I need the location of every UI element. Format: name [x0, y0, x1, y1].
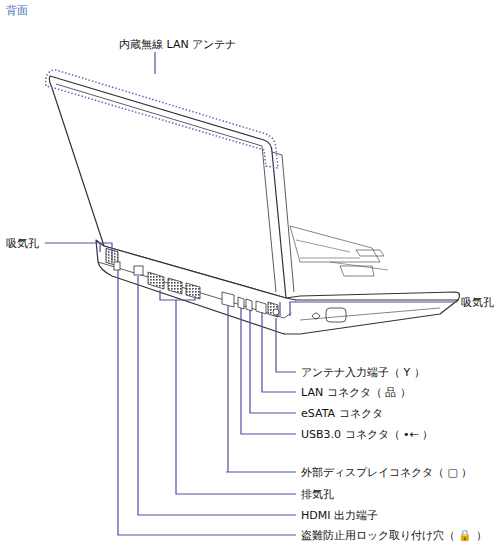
part-label: アンテナ入力端子（ Y ）: [300, 366, 426, 379]
part-label: 盗難防止用ロック取り付け穴（ 🔒 ）: [300, 529, 488, 542]
part-label: 吸気孔: [5, 237, 40, 250]
part-label: eSATA コネクタ: [300, 407, 384, 420]
part-label: HDMI 出力端子: [300, 509, 379, 522]
rear-ports: [106, 248, 279, 317]
part-label: 吸気孔: [460, 296, 495, 309]
page-title: 背面: [5, 4, 29, 17]
part-label: LAN コネクタ（ 品 ）: [300, 386, 412, 399]
part-label: USB3.0 コネクタ（ •⇠ ）: [300, 428, 434, 441]
laptop-outline: [49, 76, 459, 334]
part-label: 内蔵無線 LAN アンテナ: [118, 38, 237, 51]
part-label: 排気孔: [300, 488, 335, 501]
part-label: 外部ディスプレイコネクタ（ ▢ ）: [300, 466, 473, 479]
antenna-region: [46, 70, 278, 168]
leader-lines: [45, 52, 457, 535]
